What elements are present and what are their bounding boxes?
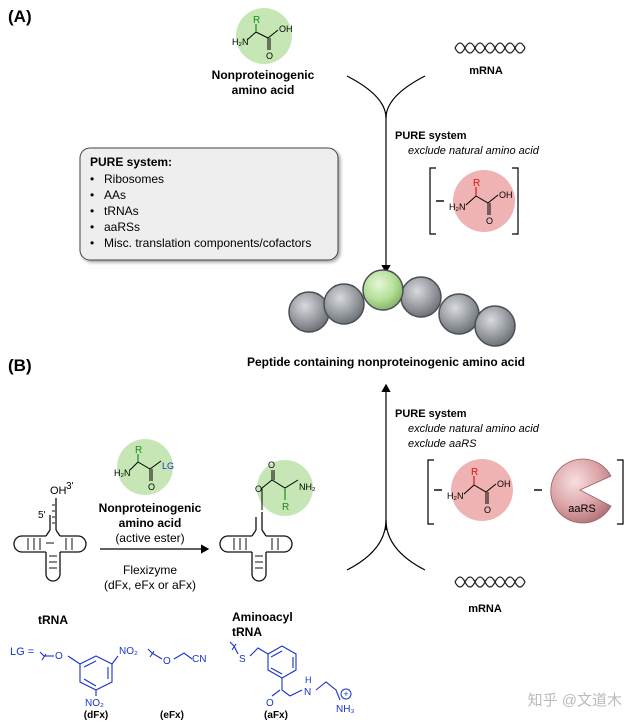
exclude-aars-b: exclude aaRS: [408, 438, 477, 450]
active-ester-title-line2: amino acid: [119, 516, 182, 530]
efx-oxygen: O: [163, 656, 171, 667]
exclude-label-a: exclude natural amino acid: [408, 145, 540, 157]
pure-box-item-aas: AAs: [104, 188, 126, 202]
active-ester-title-line3: (active ester): [115, 531, 184, 545]
aminoacyl-trna-label-line1: Aminoacyl: [232, 610, 293, 624]
lg-definition: LG =: [10, 646, 34, 658]
hydroxyl-label: OH: [499, 190, 513, 200]
r-group-label: R: [473, 178, 480, 189]
pure-label-b: PURE system: [395, 408, 467, 420]
aars-enzyme-icon: [550, 458, 612, 524]
trna-cloverleaf-left: [13, 498, 87, 582]
carbonyl-label: O: [484, 505, 491, 515]
convergence-arrow-a: [346, 75, 426, 119]
amine-label: H₂N: [449, 202, 466, 212]
hydroxyl-label: OH: [497, 479, 511, 489]
excluded-amino-acid-a: R H₂N OH O: [429, 167, 519, 235]
afx-sulfur: S: [239, 654, 246, 665]
watermark: 知乎 @文道木: [528, 692, 622, 709]
afx-nitrogen: N: [304, 687, 311, 698]
amine-label: NH₂: [299, 482, 316, 492]
pure-box-item: •: [90, 220, 94, 234]
amine-label: H₂N: [232, 37, 249, 47]
trna-3prime-label: 3': [66, 481, 74, 492]
dfx-no2-bottom: NO₂: [85, 698, 104, 709]
trna-oh-label: OH: [50, 485, 67, 497]
pure-box-item-ribosomes: Ribosomes: [104, 172, 164, 186]
aars-label: aaRS: [568, 503, 596, 515]
afx-oxygen: O: [266, 698, 274, 709]
efx-nitrile: CN: [192, 654, 206, 665]
afx-charge: +: [343, 689, 348, 699]
mrna-helix-a: [454, 42, 526, 54]
peptide-caption: Peptide containing nonproteinogenic amin…: [247, 355, 525, 369]
peptide-bead: [474, 305, 516, 347]
aminoacyl-structure: O O NH₂ R: [255, 460, 316, 516]
carbonyl-label: O: [148, 482, 155, 492]
trna-label: tRNA: [38, 613, 68, 627]
mrna-label-b: mRNA: [468, 603, 502, 615]
panel-b-label: (B): [8, 356, 32, 375]
hydroxyl-label: OH: [279, 24, 293, 34]
peptide-chain: [288, 269, 516, 347]
afx-structure: [229, 641, 341, 701]
pure-box-item: •: [90, 204, 94, 218]
flexizyme-variants: (dFx, eFx or aFx): [104, 578, 196, 592]
efx-label: (eFx): [160, 710, 184, 721]
pure-box-item: •: [90, 188, 94, 202]
panel-a-label: (A): [8, 7, 32, 26]
charge-circle-icon: [340, 688, 352, 700]
pure-box-title: PURE system:: [90, 155, 172, 169]
amine-label: H₂N: [114, 468, 131, 478]
peptide-bead: [288, 291, 330, 333]
mrna-label-a: mRNA: [469, 65, 503, 77]
exclude-natural-b: exclude natural amino acid: [408, 423, 540, 435]
flexizyme-label: Flexizyme: [123, 563, 177, 577]
pure-box-item: •: [90, 172, 94, 186]
pure-box-item-misc: Misc. translation components/cofactors: [104, 236, 311, 250]
peptide-bead: [438, 293, 480, 335]
peptide-bead-nonproteinogenic: [362, 269, 404, 311]
pure-box-item-trnas: tRNAs: [104, 204, 139, 218]
amine-label: H₂N: [447, 491, 464, 501]
amino-acid-title-line2: amino acid: [232, 83, 295, 97]
amino-acid-structure-a: R H₂N OH O: [232, 8, 293, 64]
r-group-label: R: [282, 502, 289, 513]
leaving-group-label: LG: [162, 461, 174, 471]
pure-box-item-aarss: aaRSs: [104, 220, 140, 234]
trna-cloverleaf-right: [219, 512, 293, 582]
carbonyl-label: O: [268, 460, 275, 470]
r-group-label: R: [253, 15, 260, 26]
active-ester-title-line1: Nonproteinogenic: [99, 501, 202, 515]
trna-5prime-label: 5': [38, 510, 46, 521]
afx-label: (aFx): [264, 710, 288, 721]
pure-system-box: PURE system: • Ribosomes • AAs • tRNAs •…: [79, 147, 339, 261]
dfx-structure: [39, 651, 119, 696]
pure-box-item: •: [90, 236, 94, 250]
r-group-label: R: [135, 445, 142, 456]
active-ester-structure: R H₂N LG O: [114, 439, 174, 495]
dfx-label: (dFx): [84, 710, 108, 721]
carbonyl-label: O: [266, 51, 273, 61]
mrna-helix-b: [454, 576, 526, 588]
amino-acid-title-line1: Nonproteinogenic: [212, 68, 315, 82]
r-group-label: R: [471, 467, 478, 478]
efx-structure: [147, 648, 193, 660]
peptide-bead: [400, 276, 442, 318]
dfx-oxygen: O: [55, 651, 63, 662]
aminoacyl-trna-label-line2: tRNA: [232, 625, 262, 639]
carbonyl-label: O: [486, 216, 493, 226]
afx-ammonium: NH₃: [336, 704, 355, 715]
peptide-bead: [323, 283, 365, 325]
excluded-components-b: R H₂N OH O aaRS: [427, 458, 624, 525]
pure-label-a: PURE system: [395, 130, 467, 142]
dfx-no2-top: NO₂: [119, 646, 138, 657]
ester-oxygen-label: O: [255, 484, 262, 494]
afx-hydrogen: H: [305, 675, 312, 685]
